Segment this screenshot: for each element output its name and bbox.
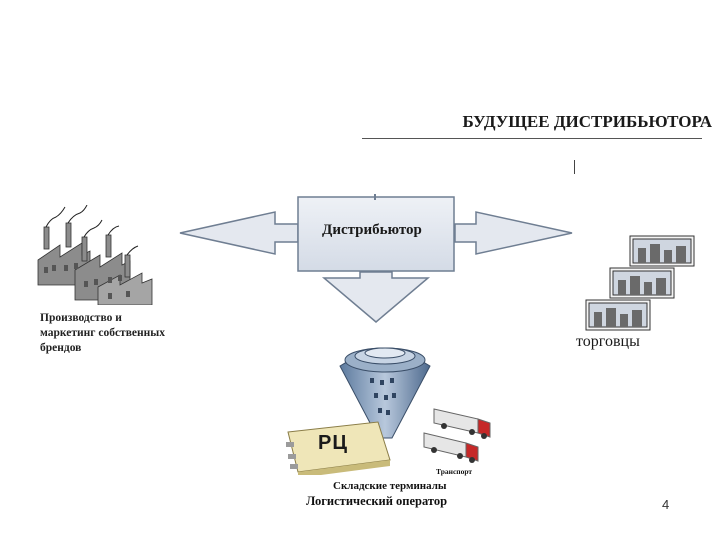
traders-label: торговцы (576, 333, 640, 351)
arrow-right (455, 212, 572, 254)
producers-caption-line1: Производство и (40, 311, 165, 326)
trucks-illustration (420, 405, 500, 470)
shops-illustration (580, 230, 700, 335)
distributor-label: Дистрибьютор (322, 222, 422, 239)
arrow-down (324, 272, 428, 322)
page-number: 4 (662, 497, 669, 512)
logistics-operator-label: Логистический оператор (306, 494, 447, 509)
producers-caption-line3: брендов (40, 341, 165, 356)
transport-label: Транспорт (436, 467, 472, 476)
arrow-left (180, 212, 298, 254)
producers-caption-line2: маркетинг собственных (40, 326, 165, 341)
rc-label: РЦ (318, 432, 348, 455)
terminals-label: Складские терминалы (333, 480, 446, 492)
factories-illustration (30, 205, 160, 305)
producers-caption: Производство и маркетинг собственных бре… (40, 311, 165, 356)
